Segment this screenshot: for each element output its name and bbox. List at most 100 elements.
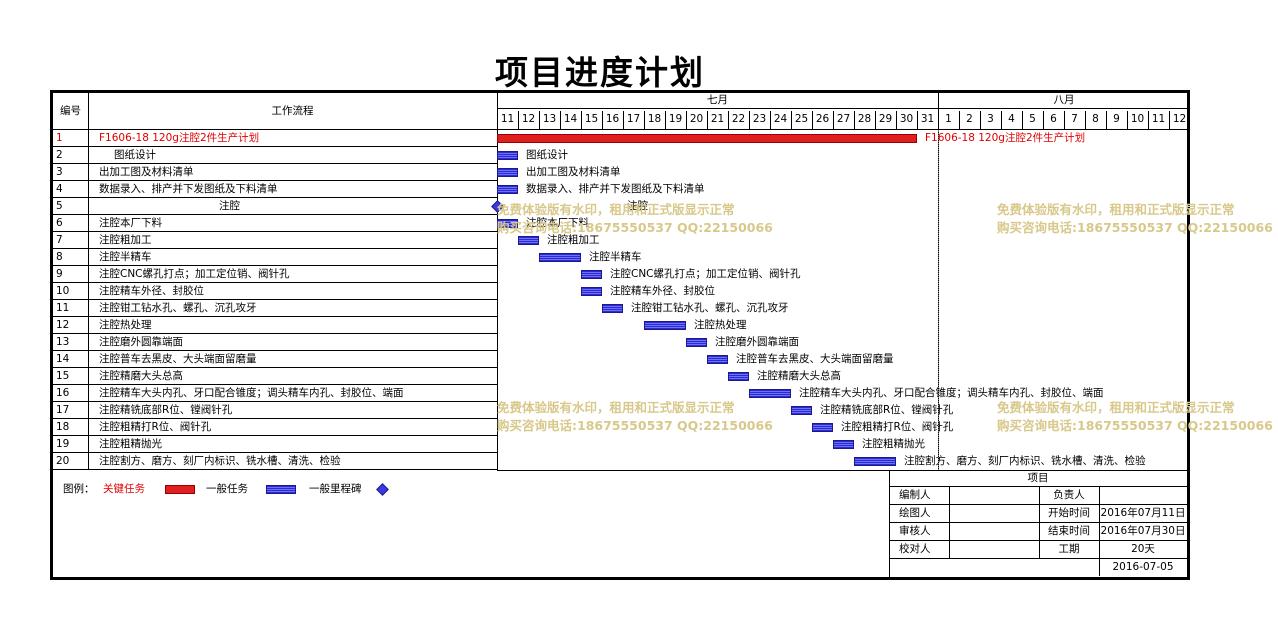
day-divider: [581, 111, 582, 130]
task-no: 2: [56, 149, 63, 161]
month-separator: [938, 130, 939, 470]
task-no: 18: [56, 421, 70, 433]
row-line: [53, 418, 497, 419]
day-divider: [602, 111, 603, 130]
task-bar: [602, 304, 623, 313]
watermark-text: 免费体验版有水印，租用和正式版显示正常: [497, 400, 735, 415]
task-no: 9: [56, 268, 63, 280]
day-label: 5: [1029, 113, 1036, 125]
legend-title: 图例：: [63, 483, 95, 495]
column-divider: [497, 93, 498, 470]
legend-milestone-label: 一般里程碑: [309, 483, 362, 495]
day-label: 12: [521, 113, 536, 125]
day-divider: [644, 111, 645, 130]
watermark-text: 购买咨询电话:18675550537 QQ:22150066: [997, 220, 1273, 235]
day-label: 9: [1113, 113, 1120, 125]
day-label: 12: [1172, 113, 1187, 125]
task-no: 7: [56, 234, 63, 246]
row-line: [53, 282, 497, 283]
day-label: 15: [584, 113, 599, 125]
task-no: 20: [56, 455, 70, 467]
day-label: 30: [899, 113, 914, 125]
task-bar: [518, 236, 539, 245]
bar-label: 注腔磨外圆靠端面: [715, 336, 799, 348]
day-label: 13: [542, 113, 557, 125]
row-line: [53, 435, 497, 436]
task-no: 6: [56, 217, 63, 229]
day-label: 11: [500, 113, 515, 125]
task-bar: [497, 151, 518, 160]
task-name: 注腔钳工钻水孔、螺孔、沉孔攻牙: [99, 302, 257, 314]
info-label: 开始时间: [1048, 507, 1090, 519]
row-line: [53, 146, 497, 147]
task-name: 注腔精车外径、封胶位: [99, 285, 204, 297]
day-divider: [539, 111, 540, 130]
day-label: 10: [1130, 113, 1145, 125]
task-name: 注腔精车大头内孔、牙口配合锥度；调头精车内孔、封胶位、端面: [99, 387, 404, 399]
task-name: 出加工图及材料清单: [99, 166, 194, 178]
page-title: 项目进度计划: [495, 53, 705, 92]
bar-label: 注腔热处理: [694, 319, 747, 331]
day-label: 21: [710, 113, 725, 125]
task-name: 注腔CNC螺孔打点；加工定位销、阀针孔: [99, 268, 290, 280]
info-line: [889, 540, 1187, 541]
info-divider: [1039, 486, 1040, 558]
row-line: [53, 401, 497, 402]
day-divider: [560, 111, 561, 130]
legend-critical-label: 关键任务: [103, 483, 145, 495]
info-value: 2016年07月11日: [1100, 507, 1186, 519]
task-bar: [791, 406, 812, 415]
day-divider: [812, 111, 813, 130]
day-divider: [980, 111, 981, 130]
task-no: 14: [56, 353, 70, 365]
row-line: [53, 231, 497, 232]
watermark-text: 购买咨询电话:18675550537 QQ:22150066: [497, 418, 773, 433]
watermark-text: 购买咨询电话:18675550537 QQ:22150066: [997, 418, 1273, 433]
legend-critical-swatch: [165, 485, 195, 494]
bar-label: 注腔粗精抛光: [862, 438, 925, 450]
day-label: 25: [794, 113, 809, 125]
info-label: 工期: [1058, 543, 1080, 555]
task-bar: [749, 389, 791, 398]
task-bar: [728, 372, 749, 381]
task-no: 17: [56, 404, 70, 416]
task-no: 15: [56, 370, 70, 382]
task-no: 10: [56, 285, 70, 297]
task-bar: [497, 168, 518, 177]
bar-label: 注腔精铣底部R位、镗阀针孔: [820, 404, 954, 416]
table-bottom-line: [497, 470, 1190, 471]
task-bar: [854, 457, 896, 466]
day-divider: [1043, 111, 1044, 130]
row-line: [53, 180, 497, 181]
info-line: [889, 522, 1187, 523]
day-label: 26: [815, 113, 830, 125]
month-label: 七月: [707, 94, 728, 106]
day-divider: [1022, 111, 1023, 130]
task-no: 4: [56, 183, 63, 195]
bar-label: 注腔本厂下料: [526, 217, 589, 229]
critical-task-bar: [497, 134, 917, 143]
info-label: 绘图人: [899, 507, 931, 519]
task-bar: [707, 355, 728, 364]
day-label: 24: [773, 113, 788, 125]
legend-normal-swatch: [266, 485, 296, 494]
info-divider: [1099, 486, 1100, 576]
bar-label: 图纸设计: [526, 149, 568, 161]
row-line: [53, 265, 497, 266]
table-bottom-line: [53, 469, 497, 470]
day-divider: [1148, 111, 1149, 130]
day-divider: [1064, 111, 1065, 130]
task-name: 注腔粗精打R位、阀针孔: [99, 421, 212, 433]
task-name: 注腔本厂下料: [99, 217, 162, 229]
task-name: 注腔粗精抛光: [99, 438, 162, 450]
day-divider: [686, 111, 687, 130]
month-line: [497, 108, 1190, 109]
bar-label: 注腔割方、磨方、刻厂内标识、铣水槽、清洗、检验: [904, 455, 1146, 467]
day-divider: [896, 111, 897, 130]
day-label: 22: [731, 113, 746, 125]
bar-label: 注腔粗精打R位、阀针孔: [841, 421, 954, 433]
row-line: [53, 248, 497, 249]
task-no: 12: [56, 319, 70, 331]
task-bar: [581, 270, 602, 279]
day-divider: [1001, 111, 1002, 130]
